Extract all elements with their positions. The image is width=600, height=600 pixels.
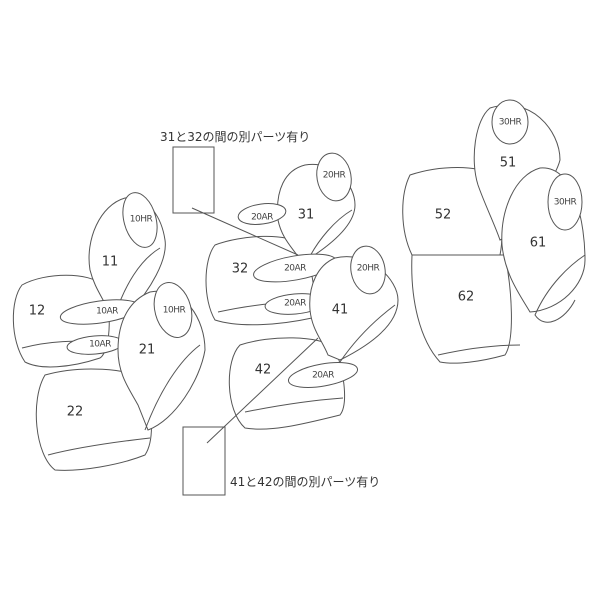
leader-line-top (191, 207, 299, 256)
label-10ar-b: 10AR (89, 340, 111, 350)
headrest-20hr-a (316, 152, 352, 202)
headrest-20hr-b (350, 245, 386, 295)
seat-group-1: 11 12 21 22 10HR 10HR 10AR 10AR (12, 192, 206, 471)
label-31: 31 (298, 208, 315, 223)
label-51: 51 (500, 156, 517, 171)
part-22-cushion (35, 368, 152, 471)
label-41: 41 (332, 303, 349, 318)
headrest-30hr-a (491, 99, 529, 145)
label-20hr-a: 20HR (323, 171, 346, 181)
label-52: 52 (435, 208, 452, 223)
label-11: 11 (102, 255, 119, 270)
seat-group-3: 51 52 61 62 30HR 30HR (402, 99, 586, 364)
label-20ar-c: 20AR (284, 299, 306, 309)
part-21-side (144, 344, 201, 431)
label-21: 21 (139, 343, 156, 358)
part-61-side (534, 254, 586, 323)
part-41-side (339, 304, 396, 363)
headrest-10hr-b (153, 282, 193, 338)
leader-line-bottom (206, 337, 319, 444)
label-10hr-a: 10HR (130, 215, 153, 225)
part-62-cushion (411, 254, 512, 364)
label-32: 32 (232, 262, 249, 277)
note-bottom: 41と42の間の別パーツ有り (182, 337, 380, 496)
label-61: 61 (530, 236, 547, 251)
label-20hr-b: 20HR (357, 264, 380, 274)
label-30hr-b: 30HR (554, 198, 577, 208)
label-30hr-a: 30HR (499, 118, 522, 128)
label-10hr-b: 10HR (163, 306, 186, 316)
label-12: 12 (29, 304, 46, 319)
label-62: 62 (458, 290, 475, 305)
headrest-10hr-a (122, 192, 158, 248)
seat-group-2: 31 32 41 42 20HR 20HR 20AR 20AR 20AR 20A… (205, 152, 399, 430)
extra-part-box-top (172, 146, 215, 214)
label-20ar-d: 20AR (312, 371, 334, 381)
label-20ar-a: 20AR (251, 213, 273, 223)
label-42: 42 (255, 363, 272, 378)
part-42-cushion (228, 337, 345, 430)
extra-part-box-bottom (182, 426, 226, 496)
note-top: 31と32の間の別パーツ有り (160, 130, 310, 256)
label-10ar-a: 10AR (96, 307, 118, 317)
part-22-front (47, 437, 151, 456)
label-22: 22 (67, 405, 84, 420)
note-text-top: 31と32の間の別パーツ有り (160, 130, 310, 144)
note-text-bottom: 41と42の間の別パーツ有り (230, 475, 380, 489)
part-42-front (244, 397, 344, 413)
headrest-30hr-b (547, 173, 583, 231)
armrest-20ar-a (237, 203, 287, 225)
armrest-20ar-d (287, 362, 359, 388)
part-62-front (437, 344, 521, 356)
label-20ar-b: 20AR (284, 264, 306, 274)
